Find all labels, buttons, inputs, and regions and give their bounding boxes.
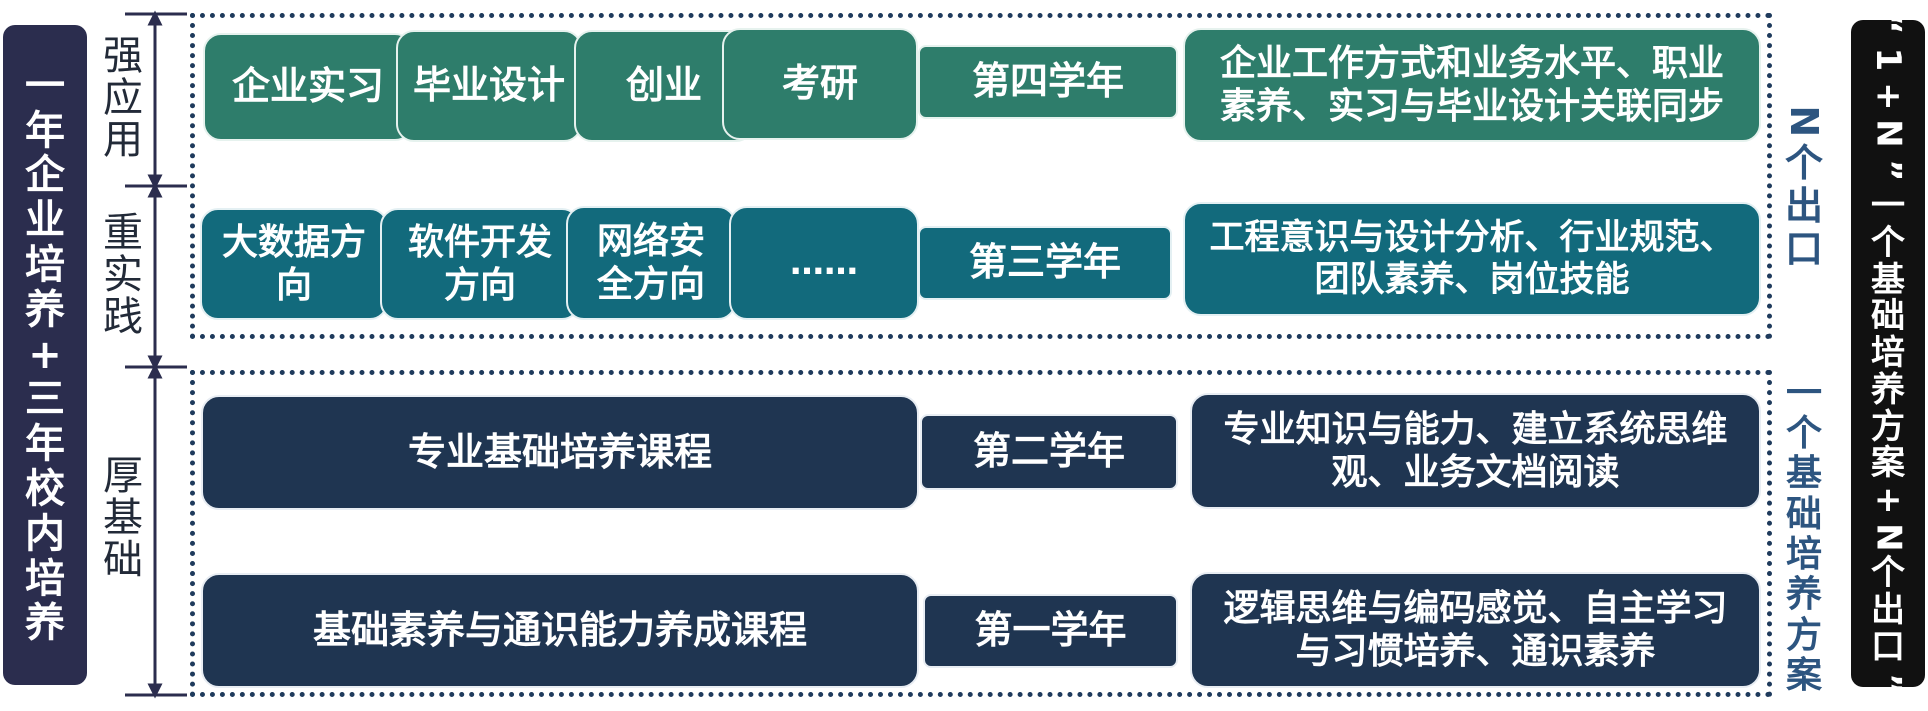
goal-year-one-line1: 逻辑思维与编码感觉、自主学习 xyxy=(1223,587,1728,629)
vertical-glyph: 基 xyxy=(1871,259,1905,300)
vertical-glyph: 强 xyxy=(103,33,143,79)
direction-big-data-line1: 大数据方 xyxy=(221,221,366,263)
vertical-glyph: 1 xyxy=(1868,47,1909,72)
vertical-glyph: 个 xyxy=(1871,222,1905,263)
vertical-glyph: 培 xyxy=(1871,333,1905,374)
year-four: 第四学年 xyxy=(918,45,1178,119)
vertical-glyph: 厚 xyxy=(103,453,143,499)
vertical-glyph: 基 xyxy=(103,495,143,541)
vertical-glyph: 养 xyxy=(25,600,65,647)
vertical-glyph: N xyxy=(1868,118,1909,148)
vertical-glyph: 三 xyxy=(25,376,65,423)
vertical-glyph: 个 xyxy=(1784,141,1823,186)
year-one: 第一学年 xyxy=(923,594,1178,668)
vertical-glyph: 业 xyxy=(25,197,65,244)
vertical-glyph: 础 xyxy=(103,537,143,583)
goal-year-three-line1: 工程意识与设计分析、行业规范、 xyxy=(1209,218,1735,258)
vertical-glyph: 重 xyxy=(103,210,143,256)
vertical-glyph: N xyxy=(1782,105,1827,138)
vertical-glyph: 企 xyxy=(25,152,65,199)
vertical-glyph: 个 xyxy=(1871,553,1905,594)
vertical-glyph: 一 xyxy=(1785,372,1822,414)
goal-year-two-line1: 专业知识与能力、建立系统思维 xyxy=(1223,408,1728,450)
year-two: 第二学年 xyxy=(920,414,1178,490)
goal-year-two-line2: 观、业务文档阅读 xyxy=(1331,452,1620,493)
vertical-glyph: 校 xyxy=(25,465,65,512)
goal-year-three: 工程意识与设计分析、行业规范、 团队素养、岗位技能 xyxy=(1183,202,1761,316)
option-graduation-design: 毕业设计 xyxy=(396,30,582,142)
direction-software-dev-line2: 方向 xyxy=(443,265,516,306)
vertical-glyph: 内 xyxy=(25,510,65,557)
vertical-glyph: 年 xyxy=(25,421,65,468)
vertical-glyph: 础 xyxy=(1871,296,1905,337)
vertical-glyph: 出 xyxy=(1784,184,1823,228)
stage-label-apply: 强应用 xyxy=(96,35,150,161)
direction-network-security-line2: 全方向 xyxy=(596,264,705,305)
vertical-glyph: + xyxy=(28,331,62,378)
vertical-glyph: “ xyxy=(1868,11,1909,35)
direction-software-dev: 软件开发 方向 xyxy=(380,208,580,320)
goal-year-four-line1: 企业工作方式和业务水平、职业 xyxy=(1219,42,1724,84)
direction-big-data-line2: 向 xyxy=(275,265,312,306)
option-internship: 企业实习 xyxy=(203,33,413,141)
vertical-glyph: 养 xyxy=(1871,369,1905,410)
course-professional-basics: 专业基础培养课程 xyxy=(201,395,919,510)
exits-frame xyxy=(190,13,1772,339)
vertical-glyph: 践 xyxy=(103,294,143,340)
vertical-glyph: 础 xyxy=(1785,493,1822,535)
vertical-glyph: 应 xyxy=(103,75,143,121)
direction-big-data: 大数据方 向 xyxy=(200,208,388,320)
vertical-glyph: 个 xyxy=(1785,413,1822,455)
direction-network-security: 网络安 全方向 xyxy=(566,206,736,320)
year-three: 第三学年 xyxy=(918,226,1172,300)
goal-year-four-line2: 素养、实习与毕业设计关联同步 xyxy=(1219,86,1724,127)
vertical-glyph: 培 xyxy=(25,555,65,602)
direction-network-security-line1: 网络安 xyxy=(596,220,705,262)
direction-software-dev-line1: 软件开发 xyxy=(407,221,552,263)
vertical-glyph: 实 xyxy=(103,252,143,298)
left-banner-text: 一年企业培养+三年校内培养 xyxy=(3,25,87,685)
vertical-glyph: 案 xyxy=(1871,443,1905,484)
vertical-glyph: 养 xyxy=(1785,574,1822,616)
stage-axis xyxy=(125,10,187,699)
vertical-glyph: 一 xyxy=(25,62,65,109)
vertical-glyph: 口 xyxy=(1871,626,1905,667)
foundation-frame xyxy=(190,370,1772,697)
vertical-glyph: + xyxy=(1868,82,1909,111)
vertical-glyph: + xyxy=(1868,486,1909,515)
vertical-glyph: 培 xyxy=(25,242,65,288)
vertical-glyph: 方 xyxy=(1785,614,1822,656)
vertical-glyph: ” xyxy=(1868,158,1909,182)
vertical-glyph: 年 xyxy=(25,107,65,154)
direction-more: …… xyxy=(729,206,919,320)
goal-year-one: 逻辑思维与编码感觉、自主学习 与习惯培养、通识素养 xyxy=(1190,572,1761,688)
vertical-glyph: 基 xyxy=(1785,453,1822,495)
vertical-glyph: 养 xyxy=(25,286,65,333)
course-general-literacy: 基础素养与通识能力养成课程 xyxy=(201,573,919,688)
vertical-glyph: 出 xyxy=(1871,590,1905,631)
goal-year-two: 专业知识与能力、建立系统思维 观、业务文档阅读 xyxy=(1190,393,1761,509)
vertical-glyph: N xyxy=(1868,522,1909,552)
vertical-glyph: 一 xyxy=(1871,186,1905,227)
vertical-glyph: 方 xyxy=(1871,406,1905,447)
goal-year-four: 企业工作方式和业务水平、职业 素养、实习与毕业设计关联同步 xyxy=(1183,28,1761,142)
vertical-glyph: ” xyxy=(1868,672,1909,696)
vertical-glyph: 用 xyxy=(103,117,143,163)
left-banner: 一年企业培养+三年校内培养 xyxy=(3,25,87,685)
vertical-glyph: 培 xyxy=(1785,534,1822,575)
vertical-glyph: 案 xyxy=(1785,654,1822,696)
goal-year-three-line2: 团队素养、岗位技能 xyxy=(1314,260,1630,300)
vertical-glyph: 口 xyxy=(1784,226,1823,271)
stage-label-practice: 重实践 xyxy=(96,212,150,338)
goal-year-one-line2: 与习惯培养、通识素养 xyxy=(1295,631,1656,672)
stage-label-foundation: 厚基础 xyxy=(96,455,150,581)
side-label-foundation-plan: 一个基础培养方案 xyxy=(1778,373,1830,696)
option-postgraduate: 考研 xyxy=(722,28,918,140)
